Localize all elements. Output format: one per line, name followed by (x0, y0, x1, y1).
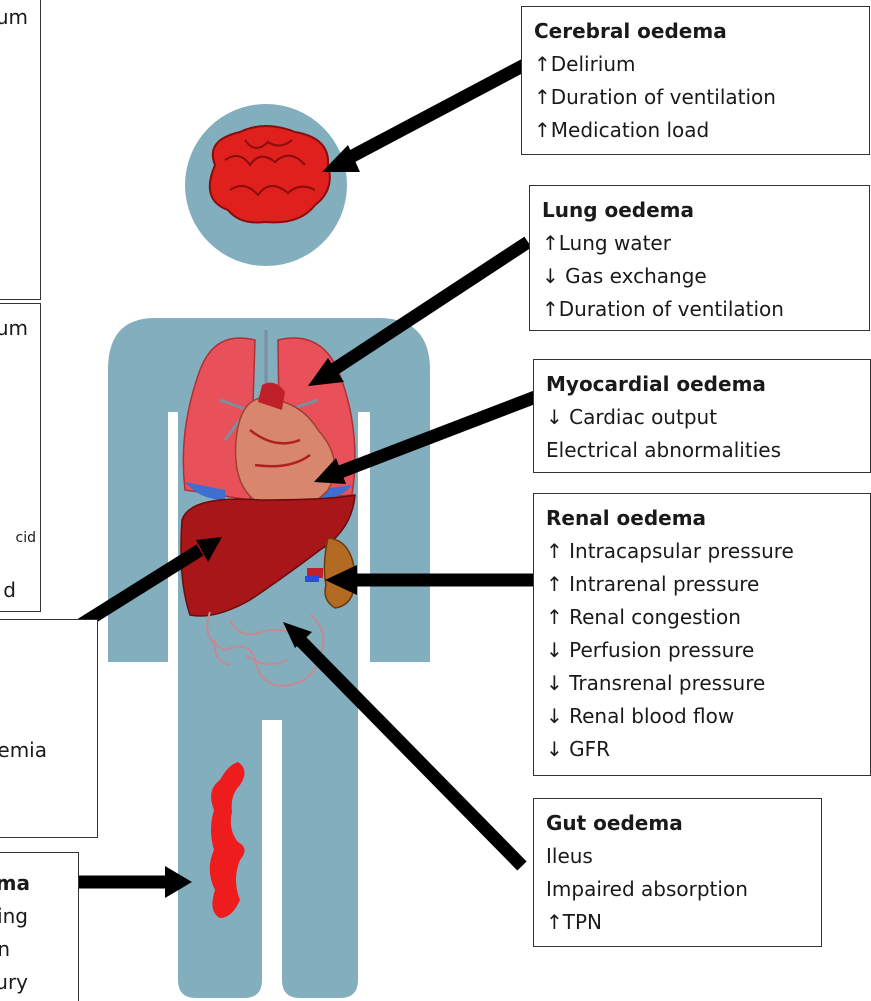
cropped-text: um (0, 312, 28, 345)
cropped-box-liver: emia (0, 619, 98, 838)
box-line: ↑Lung water (542, 227, 857, 260)
cerebral-oedema-box: Cerebral oedema ↑Delirium ↑Duration of v… (521, 6, 870, 155)
box-line: ↓ Renal blood flow (546, 700, 858, 733)
box-line: ↑ Renal congestion (546, 601, 858, 634)
box-line: ↓ Gas exchange (542, 260, 857, 293)
myocardial-oedema-box: Myocardial oedema ↓ Cardiac output Elect… (533, 359, 871, 473)
box-line: ↑ Intrarenal pressure (546, 568, 858, 601)
cropped-text: cid (16, 522, 36, 555)
box-title: Lung oedema (542, 194, 857, 227)
cropped-text: emia (0, 734, 47, 767)
cropped-text: ury (0, 966, 66, 999)
box-line: ↓ Cardiac output (546, 401, 858, 434)
gut-oedema-box: Gut oedema Ileus Impaired absorption ↑TP… (533, 798, 822, 947)
box-line: ↑Delirium (534, 48, 857, 81)
box-title: Gut oedema (546, 807, 809, 840)
cropped-box-mid-left: um cid d (0, 303, 41, 612)
box-title: Renal oedema (546, 502, 858, 535)
cropped-text: um (0, 1, 28, 34)
box-line: ↓ Transrenal pressure (546, 667, 858, 700)
lung-arrow (330, 242, 528, 372)
box-line: ↑Duration of ventilation (534, 81, 857, 114)
box-line: ↑Duration of ventilation (542, 293, 857, 326)
box-line: Ileus (546, 840, 809, 873)
box-line: ↓ Perfusion pressure (546, 634, 858, 667)
box-title: Cerebral oedema (534, 15, 857, 48)
cropped-text: d (3, 574, 16, 607)
box-line: ↓ GFR (546, 733, 858, 766)
cropped-box-skin: ma ing n ury (0, 852, 79, 1001)
renal-oedema-box: Renal oedema ↑ Intracapsular pressure ↑ … (533, 493, 871, 776)
box-line: ↑ Intracapsular pressure (546, 535, 858, 568)
box-line: Impaired absorption (546, 873, 809, 906)
box-line: Electrical abnormalities (546, 434, 858, 467)
cropped-title: ma (0, 867, 66, 900)
box-title: Myocardial oedema (546, 368, 858, 401)
cerebral-arrow (345, 62, 530, 160)
box-line: ↑TPN (546, 906, 809, 939)
cropped-box-top-left: um (0, 0, 41, 302)
cropped-text: ing (0, 900, 66, 933)
brain-icon (210, 126, 330, 223)
box-line: ↑Medication load (534, 114, 857, 147)
lung-oedema-box: Lung oedema ↑Lung water ↓ Gas exchange ↑… (529, 185, 870, 331)
cropped-text: n (0, 933, 66, 966)
